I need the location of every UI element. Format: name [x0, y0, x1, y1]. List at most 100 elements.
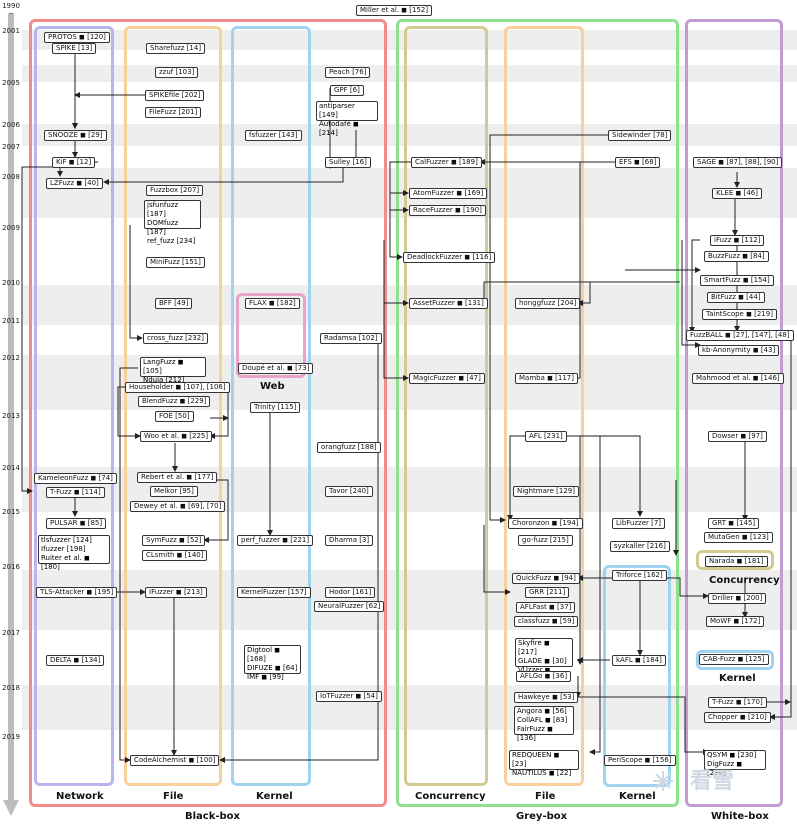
node-sidewinder: Sidewinder [78]	[608, 130, 672, 141]
node-clsmith: CLsmith ◼ [140]	[142, 550, 208, 561]
year-label: 2016	[2, 563, 20, 571]
node-go-fuzz: go-fuzz [215]	[518, 535, 573, 546]
node-deadlockfuzzer: DeadlockFuzzer ◼ [116]	[403, 252, 496, 263]
node-sulley: Sulley [16]	[325, 157, 371, 168]
node-qsym: QSYM ◼ [230]	[707, 751, 757, 759]
node-peach: Peach [76]	[325, 67, 371, 78]
year-label: 2001	[2, 27, 20, 35]
label-file-grey-box: File	[535, 791, 556, 802]
node-fuzzbox: Fuzzbox [207]	[146, 185, 204, 196]
node-trinity: Trinity [115]	[250, 402, 301, 413]
node-chopper: Chopper ◼ [210]	[704, 712, 771, 723]
node-group-js: jsfunfuzz [187] DOMfuzz [187] ref_fuzz […	[144, 200, 201, 245]
label-web: Web	[260, 381, 285, 392]
node-angora: Angora ◼ [56]	[517, 707, 567, 715]
timeline-axis	[8, 14, 14, 806]
node-blendfuzz: BlendFuzz ◼ [229]	[138, 396, 211, 407]
year-label: 2011	[2, 317, 20, 325]
label-network: Network	[56, 791, 104, 802]
watermark-logo-icon	[652, 770, 674, 792]
node-group-antiparser: antiparser [149] Autodafé ◼ [214]	[316, 101, 378, 137]
node-ifuzz-white-box: iFuzz ◼ [112]	[710, 235, 765, 246]
node-flax: FLAX ◼ [182]	[245, 298, 300, 309]
node-orangfuzz: orangfuzz [188]	[317, 442, 381, 453]
node-codealchemist: CodeAlchemist ◼ [100]	[130, 755, 220, 766]
node-pulsar: PULSAR ◼ [85]	[46, 518, 107, 529]
node-doupe: Doupé et al. ◼ [73]	[238, 363, 314, 374]
sub-kernel-white-box	[696, 650, 774, 670]
node-antiparser: antiparser [149]	[319, 102, 355, 119]
node-triforce: Triforce [162]	[612, 570, 667, 581]
node-tls-attacker: TLS-Attacker ◼ [195]	[36, 587, 118, 598]
node-aflgo: AFLGo ◼ [36]	[516, 671, 572, 682]
node-fairfuzz: FairFuzz ◼ [136]	[517, 725, 553, 742]
year-label: 2006	[2, 121, 20, 129]
node-protos: PROTOS ◼ [120]	[44, 32, 110, 43]
node-kafl: kAFL ◼ [184]	[612, 655, 666, 666]
node-honggfuzz: honggfuzz [204]	[515, 298, 581, 309]
node-ruiter: Ruiter et al. ◼ [180]	[41, 554, 90, 571]
node-kif: KiF ◼ [12]	[52, 157, 96, 168]
node-ifuzzer-network: Ifuzzer [198]	[41, 545, 86, 553]
node-iotfuzzer: IoTFuzzer ◼ [54]	[316, 691, 382, 702]
node-nightmare: Nightmare [129]	[513, 486, 579, 497]
node-group-lang: LangFuzz ◼ [105] Nduja [212]	[140, 357, 206, 384]
node-taintscope: TaintScope ◼ [219]	[702, 309, 777, 320]
label-kernel-grey-box: Kernel	[619, 791, 656, 802]
node-kb-anonymity: kb-Anonymity ◼ [43]	[698, 345, 780, 356]
sub-network	[34, 26, 114, 786]
node-assetfuzzer: AssetFuzzer ◼ [131]	[409, 298, 488, 309]
node-classfuzz: classfuzz ◼ [59]	[514, 616, 579, 627]
node-householder: Householder ◼ [107], [106]	[125, 382, 230, 393]
node-efs: EFS ◼ [68]	[615, 157, 661, 168]
node-fsfuzzer: fsfuzzer [143]	[245, 130, 302, 141]
node-ref-fuzz: ref_fuzz [234]	[147, 237, 196, 245]
node-afl: AFL [231]	[525, 431, 567, 442]
year-label: 2013	[2, 412, 20, 420]
node-zzuf: zzuf [103]	[155, 67, 199, 78]
label-black-box: Black-box	[185, 811, 241, 822]
node-mamba: Mamba ◼ [117]	[515, 373, 578, 384]
node-hodor: Hodor [161]	[325, 587, 376, 598]
node-cross-fuzz: cross_fuzz [232]	[143, 333, 208, 344]
sub-kernel-grey-box	[603, 565, 671, 787]
label-concurrency-grey-box: Concurrency	[415, 791, 486, 802]
year-label: 2008	[2, 173, 20, 181]
node-glade: GLADE ◼ [30]	[518, 657, 567, 665]
node-group-qsym: QSYM ◼ [230] DigFuzz ◼ [239]	[704, 750, 766, 777]
node-domfuzz: DOMfuzz [187]	[147, 219, 179, 236]
node-dowser: Dowser ◼ [97]	[708, 431, 767, 442]
node-bff: BFF [49]	[155, 298, 193, 309]
node-spike: SPIKE [13]	[52, 43, 97, 54]
node-skyfire: Skyfire ◼ [217]	[518, 639, 550, 656]
year-label: 2012	[2, 354, 20, 362]
node-snooze: SNOOZE ◼ [29]	[44, 130, 107, 141]
group-black-box	[29, 19, 387, 807]
node-neuralfuzzer: NeuralFuzzer [62]	[314, 601, 385, 612]
node-narada: Narada ◼ [181]	[705, 556, 768, 567]
year-label-tilde: ~	[8, 10, 14, 18]
node-hawkeye: Hawkeye ◼ [53]	[514, 692, 579, 703]
node-group-angora: Angora ◼ [56] CollAFL ◼ [83] FairFuzz ◼ …	[514, 706, 574, 742]
node-radamsa: Radamsa [102]	[320, 333, 382, 344]
node-kernelfuzzer: KernelFuzzer [157]	[237, 587, 311, 598]
node-rebert: Rebert et al. ◼ [177]	[137, 472, 218, 483]
year-label: 2010	[2, 279, 20, 287]
node-aflfast: AFLFast ◼ [37]	[516, 602, 576, 613]
node-melkor: Melkor [95]	[150, 486, 198, 497]
sub-web	[236, 293, 306, 378]
watermark-text: 看雪	[690, 769, 735, 794]
node-lzfuzz: LZFuzz ◼ [40]	[46, 178, 103, 189]
node-choronzon: Choronzon ◼ [194]	[508, 518, 583, 529]
node-tavor: Tavor [240]	[325, 486, 373, 497]
node-tfuzz-white-box: T-Fuzz ◼ [170]	[708, 697, 767, 708]
group-grey-box	[396, 19, 679, 807]
node-kameleonfuzz: KameleonFuzz ◼ [74]	[34, 473, 117, 484]
node-nautilus: NAUTILUS ◼ [22]	[512, 769, 572, 777]
group-white-box	[685, 19, 783, 807]
node-difuze: DIFUZE ◼ [64]	[247, 664, 298, 672]
node-sage: SAGE ◼ [87], [88], [90]	[693, 157, 783, 168]
node-dewey: Dewey et al. ◼ [69], [70]	[130, 501, 226, 512]
node-redqueen: REDQUEEN ◼ [23]	[512, 751, 560, 768]
year-label: 2009	[2, 224, 20, 232]
